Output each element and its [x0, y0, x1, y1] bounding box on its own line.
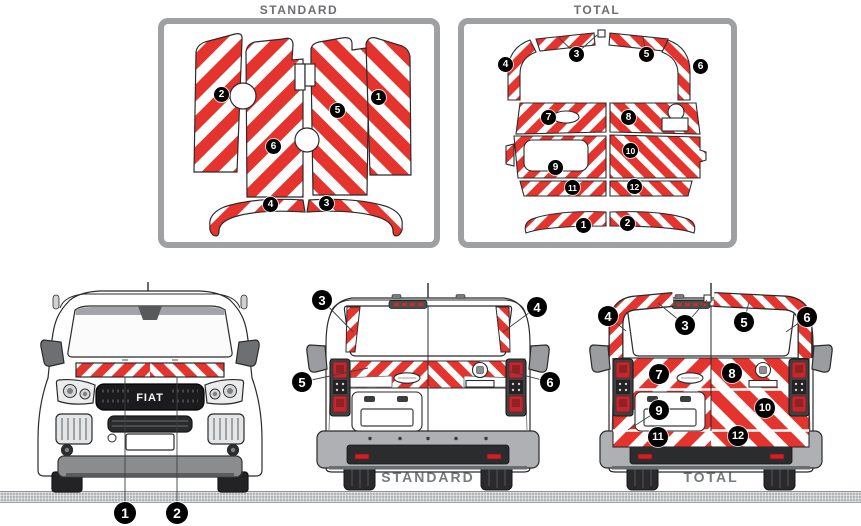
callout-rear-total-3: 3 [675, 315, 695, 335]
callout-rear-total-9: 9 [649, 400, 669, 420]
ground-strip [0, 491, 861, 503]
callout-total-kit-3: 3 [569, 47, 584, 62]
callout-rear-total-8: 8 [722, 363, 742, 383]
callout-total-kit-9: 9 [548, 160, 563, 175]
total-kit-title: TOTAL [573, 3, 621, 17]
rear-total-stripes [608, 292, 813, 448]
callout-rear-total-10: 10 [755, 398, 775, 418]
standard-kit-title: STANDARD [259, 3, 339, 17]
callout-total-kit-12: 12 [627, 179, 642, 194]
rear-total-label: TOTAL [683, 469, 739, 485]
fiat-logo-text: FIAT [136, 392, 164, 404]
callout-total-kit-10: 10 [623, 143, 638, 158]
callout-std-kit-1: 1 [371, 90, 386, 105]
rear-standard-stripes [335, 306, 521, 389]
callout-total-kit-11: 11 [565, 180, 580, 195]
callout-std-kit-4: 4 [263, 197, 278, 212]
callout-total-kit-4: 4 [498, 57, 513, 72]
front-stripe-band [75, 362, 225, 378]
rear-van-total-view [589, 283, 833, 491]
callout-rear-total-12: 12 [728, 426, 748, 446]
front-van-view: FIAT [37, 282, 263, 493]
callout-rear-total-4: 4 [598, 306, 618, 326]
callout-rear-total-7: 7 [649, 364, 669, 384]
total-kit-panel [458, 18, 737, 248]
callout-rear-total-6: 6 [797, 307, 817, 327]
callout-std-kit-2: 2 [214, 87, 229, 102]
callout-rear-std-6: 6 [540, 372, 560, 392]
front-grille: FIAT [95, 383, 205, 411]
callout-std-kit-6: 6 [266, 139, 281, 154]
callout-std-kit-3: 3 [319, 196, 334, 211]
callout-std-kit-5: 5 [330, 103, 345, 118]
callout-rear-std-5: 5 [292, 372, 312, 392]
callout-rear-std-3: 3 [312, 290, 332, 310]
callout-total-kit-7: 7 [541, 110, 556, 125]
callout-rear-total-5: 5 [734, 312, 754, 332]
callout-front-1: 1 [114, 502, 136, 524]
rear-van-standard-view [306, 283, 550, 491]
callout-total-kit-1: 1 [576, 218, 591, 233]
callout-rear-std-4: 4 [527, 297, 547, 317]
standard-kit-panel [158, 18, 440, 248]
callout-total-kit-8: 8 [621, 110, 636, 125]
callout-total-kit-6: 6 [693, 59, 708, 74]
rear-standard-label: STANDARD [381, 469, 475, 485]
callout-rear-total-11: 11 [648, 427, 668, 447]
callout-total-kit-2: 2 [620, 216, 635, 231]
callout-total-kit-5: 5 [639, 47, 654, 62]
callout-front-2: 2 [166, 502, 188, 524]
